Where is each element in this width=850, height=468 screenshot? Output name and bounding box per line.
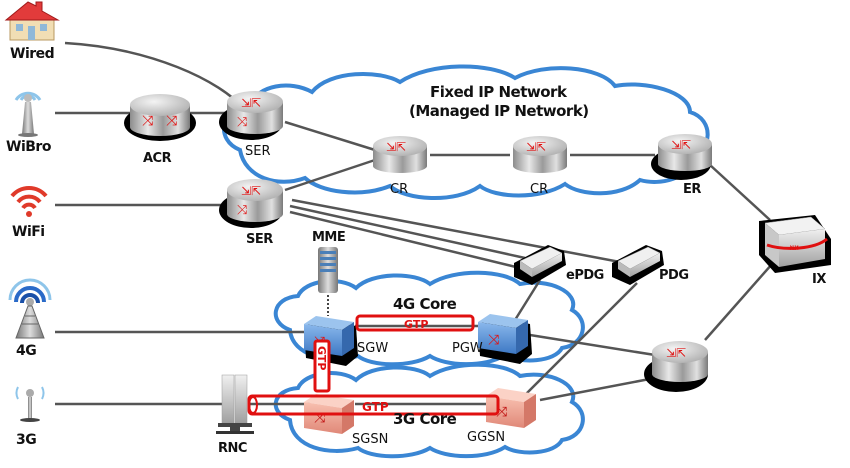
node-label-cr-2: CR	[530, 182, 548, 197]
er-router-icon: ⇲⇱	[651, 134, 712, 180]
house-icon	[4, 1, 60, 41]
link-er-ix	[709, 164, 771, 221]
wifi-icon	[10, 185, 48, 217]
gtp-label-vertical: GTP	[315, 346, 328, 370]
link-ser2-epdg-a	[289, 204, 526, 260]
3g-antenna-icon	[15, 386, 45, 422]
access-label-4g: 4G	[16, 343, 36, 359]
link-ggsn-router	[539, 376, 656, 402]
node-label-pdg: PDG	[659, 268, 689, 283]
access-label-wired: Wired	[10, 46, 54, 62]
svg-text:⇲⇱: ⇲⇱	[671, 138, 691, 152]
sgw-gateway-icon: ⤨	[304, 316, 358, 366]
node-label-er: ER	[683, 182, 701, 197]
node-label-cr-1: CR	[390, 182, 408, 197]
svg-text:⤨: ⤨	[142, 113, 154, 129]
ser-router-icon: ⇲⇱ ⤨	[219, 179, 283, 228]
access-label-3g: 3G	[16, 432, 36, 448]
node-label-ggsn: GGSN	[467, 430, 505, 445]
svg-text:⤨: ⤨	[237, 115, 248, 130]
gtp-tunnel-vertical: GTP	[313, 339, 331, 393]
pgw-gateway-icon: ⤨	[478, 314, 532, 364]
link-pgw-router	[529, 333, 656, 357]
cr-router-icon: ⇲⇱	[513, 136, 567, 173]
node-label-rnc: RNC	[218, 441, 247, 456]
fixed-ip-network-cloud	[222, 64, 710, 201]
svg-text:⤨: ⤨	[314, 410, 326, 426]
node-label-sgw: SGW	[357, 341, 388, 356]
svg-text:⇲⇱: ⇲⇱	[526, 140, 546, 154]
3g-core-cloud	[273, 362, 585, 459]
rnc-controller-icon	[216, 374, 254, 434]
node-label-sgsn: SGSN	[352, 432, 388, 447]
svg-text:⤨: ⤨	[166, 113, 178, 129]
mme-server-icon	[318, 247, 338, 293]
link-ser2-epdg-b	[289, 210, 521, 270]
link-ser2-cr1	[284, 158, 376, 192]
3g-core-title: 3G Core	[393, 410, 457, 428]
svg-text:⇲⇱: ⇲⇱	[666, 346, 686, 360]
gtp-tunnel-3g: GTP	[247, 394, 500, 416]
fixed-network-title-line1: Fixed IP Network	[430, 83, 568, 101]
links	[55, 41, 781, 406]
link-router-ix	[704, 254, 781, 341]
link-ser2-pdg	[291, 198, 621, 264]
svg-text:⇥⇤: ⇥⇤	[785, 241, 803, 254]
svg-text:⤨: ⤨	[488, 332, 500, 348]
wibro-antenna-icon	[14, 91, 42, 137]
link-ser1-cr1	[284, 120, 376, 152]
link-epdg-pgw	[513, 279, 542, 321]
node-label-acr: ACR	[143, 151, 172, 166]
node-label-ser-1: SER	[245, 144, 271, 159]
svg-text:⤨: ⤨	[237, 203, 248, 218]
4g-tower-icon	[8, 278, 52, 339]
gtp-label-3g: GTP	[362, 400, 389, 414]
gtp-label-4g: GTP	[404, 318, 428, 331]
access-label-wifi: WiFi	[12, 224, 45, 240]
node-label-ix: IX	[812, 272, 826, 287]
acr-router-icon: ⤨ ⤨	[124, 94, 196, 141]
edge-router-icon: ⇲⇱	[644, 341, 708, 392]
access-label-wibro: WiBro	[6, 139, 52, 155]
node-label-epdg: ePDG	[566, 268, 604, 283]
ser-router-icon: ⇲⇱ ⤨	[219, 91, 283, 140]
svg-text:⇲⇱: ⇲⇱	[241, 184, 261, 198]
fixed-network-title-line2: (Managed IP Network)	[409, 102, 589, 120]
pdg-gateway-icon	[612, 245, 664, 285]
node-label-mme: MME	[312, 230, 345, 245]
cr-router-icon: ⇲⇱	[373, 136, 427, 173]
svg-text:⇲⇱: ⇲⇱	[386, 140, 406, 154]
ix-exchange-icon: ⇥⇤	[759, 215, 831, 273]
svg-text:⇲⇱: ⇲⇱	[241, 96, 261, 110]
epdg-gateway-icon	[514, 245, 566, 285]
4g-core-title: 4G Core	[393, 295, 457, 313]
gtp-tunnel-4g: GTP	[355, 314, 475, 332]
ggsn-node-icon: ⤨	[486, 388, 536, 428]
node-label-ser-2: SER	[246, 232, 273, 247]
node-label-pgw: PGW	[452, 341, 483, 356]
